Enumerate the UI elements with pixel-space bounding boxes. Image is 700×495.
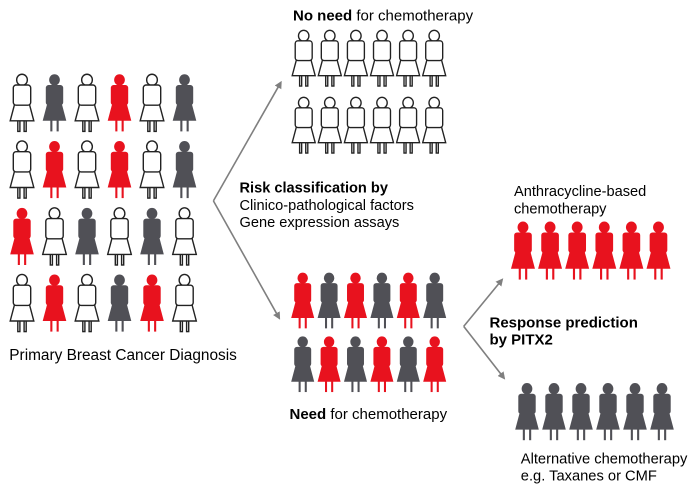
svg-text:Alternative chemotherapy: Alternative chemotherapy [521, 452, 688, 468]
svg-text:Clinico-pathological factors: Clinico-pathological factors [240, 198, 414, 214]
svg-text:No need for chemotherapy: No need for chemotherapy [293, 7, 474, 24]
svg-text:chemotherapy: chemotherapy [514, 202, 607, 218]
svg-text:Primary Breast Cancer Diagnosi: Primary Breast Cancer Diagnosis [9, 347, 237, 364]
svg-text:Gene expression assays: Gene expression assays [240, 215, 400, 231]
svg-text:Risk classification by: Risk classification by [240, 181, 389, 197]
svg-text:e.g. Taxanes or CMF: e.g. Taxanes or CMF [521, 468, 657, 484]
svg-text:by PITX2: by PITX2 [490, 332, 553, 349]
svg-text:Need for chemotherapy: Need for chemotherapy [290, 406, 448, 423]
svg-text:Anthracycline-based: Anthracycline-based [514, 184, 646, 200]
svg-text:Response prediction: Response prediction [490, 314, 638, 331]
